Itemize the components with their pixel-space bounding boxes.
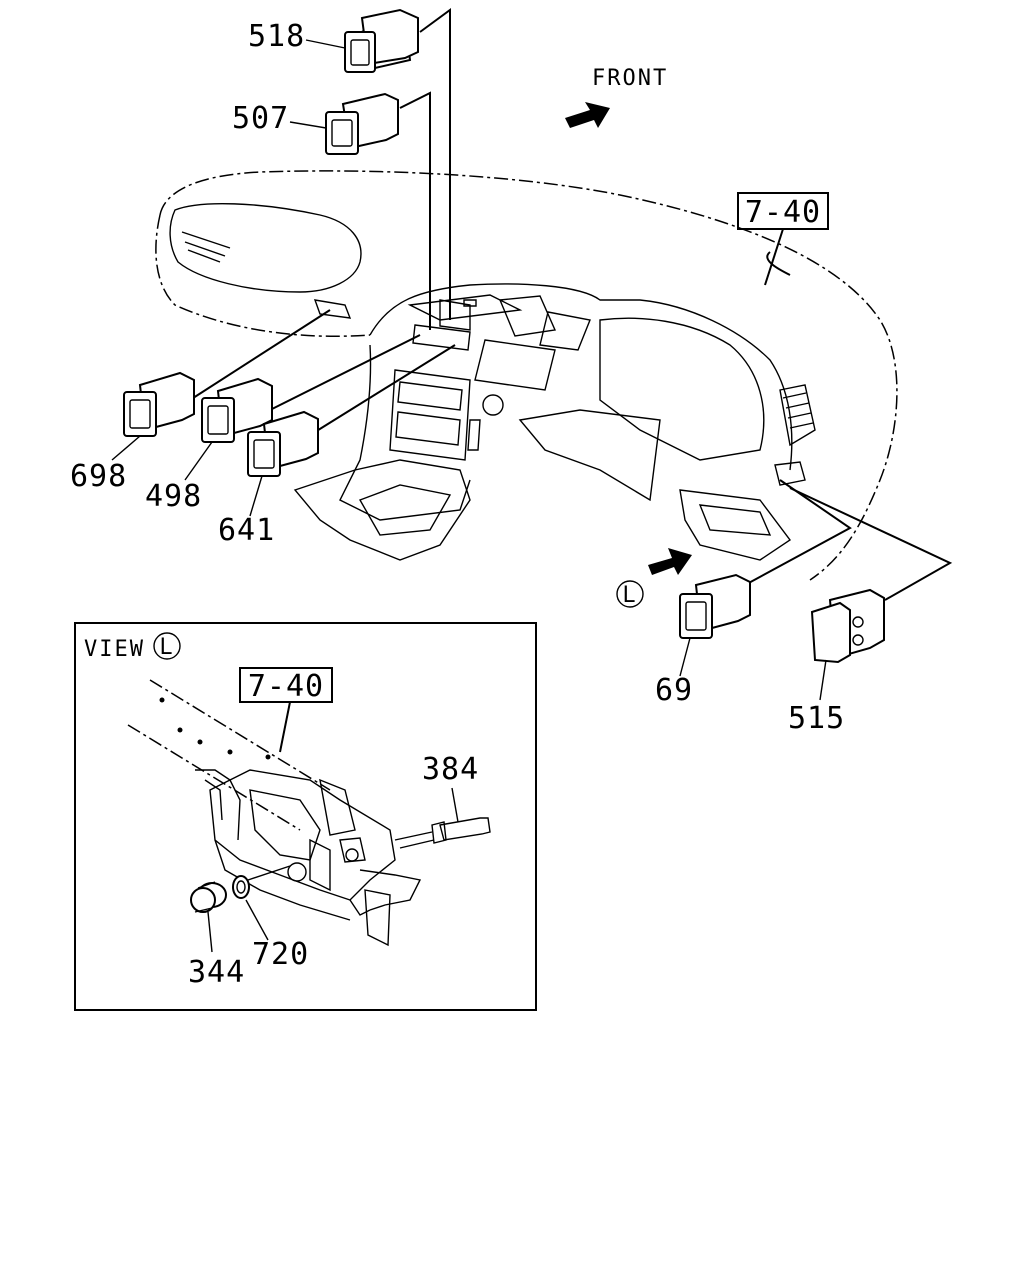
part-label-641: 641 xyxy=(218,513,275,548)
part-344 xyxy=(190,881,227,913)
part-label-518: 518 xyxy=(248,19,305,54)
part-label-698: 698 xyxy=(70,459,127,494)
view-l-arrow xyxy=(648,548,692,575)
bracket-assembly xyxy=(127,679,422,947)
part-label-384: 384 xyxy=(422,752,479,787)
switch-515 xyxy=(810,588,885,664)
front-label: FRONT xyxy=(592,66,668,91)
switch-507 xyxy=(325,92,399,155)
part-label-515: 515 xyxy=(788,701,845,736)
instrument-panel xyxy=(155,170,898,581)
front-arrow xyxy=(565,102,610,128)
view-inset-letter: L xyxy=(159,635,174,660)
part-label-498: 498 xyxy=(145,479,202,514)
part-label-344: 344 xyxy=(188,955,245,990)
ref-box-view-label: 7-40 xyxy=(248,669,324,704)
part-720 xyxy=(232,865,291,899)
view-inset-circle xyxy=(153,632,181,660)
switch-518 xyxy=(343,8,419,73)
ref-box-view xyxy=(239,667,333,703)
part-label-69: 69 xyxy=(655,673,693,708)
view-label: VIEW xyxy=(84,637,145,662)
part-label-720: 720 xyxy=(252,937,309,972)
view-l-inset xyxy=(74,622,537,1011)
leader-lines xyxy=(189,8,953,601)
switch-498 xyxy=(201,377,273,443)
part-label-507: 507 xyxy=(232,101,289,136)
view-l-marker-letter: L xyxy=(622,583,637,608)
part-384 xyxy=(394,817,491,849)
switch-69 xyxy=(679,573,751,639)
switch-698 xyxy=(123,371,195,437)
ref-box-main-label: 7-40 xyxy=(745,195,821,230)
view-l-marker-circle xyxy=(616,580,644,608)
switch-641 xyxy=(247,410,319,477)
